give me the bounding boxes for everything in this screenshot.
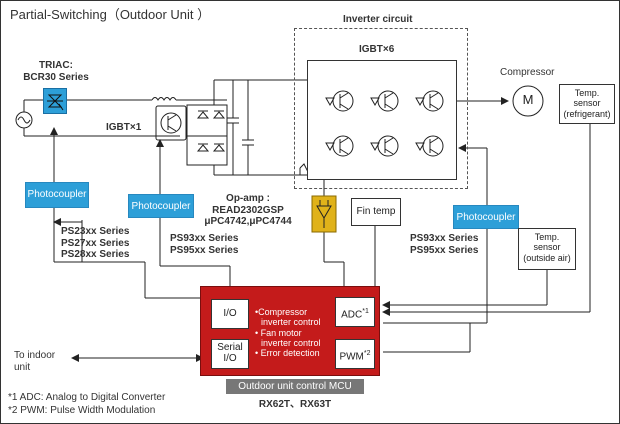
series-right-item: PS95xx Series — [410, 244, 479, 256]
mcu-func2-line2: inverter control — [261, 338, 321, 349]
series-left-item: PS23xx Series — [61, 226, 130, 237]
opamp-label-line1: Op-amp : — [226, 193, 270, 204]
series-middle-item: PS95xx Series — [170, 244, 239, 256]
temp-sensor-outside: Temp. sensor (outside air) — [518, 228, 576, 270]
series-middle-item: PS93xx Series — [170, 233, 239, 244]
mcu-func3: • Error detection — [255, 348, 320, 359]
opamp-label-line3: μPC4742,μPC4744 — [204, 216, 292, 227]
igbt-single-label: IGBT×1 — [106, 122, 142, 133]
temp-sensor-refrigerant: Temp. sensor (refrigerant) — [559, 84, 615, 124]
temp-sensor-outside-line3: (outside air) — [523, 252, 571, 263]
footnote-pwm: *2 PWM: Pulse Width Modulation — [8, 405, 156, 416]
mcu-func1-line2: inverter control — [261, 317, 321, 328]
igbt-cell-icon — [415, 90, 444, 112]
opamp-label-line2: READ2302GSP — [212, 204, 284, 216]
mcu-serial-io-box: Serial I/O — [211, 339, 249, 369]
compressor-motor-icon — [512, 85, 544, 117]
mcu-io-box: I/O — [211, 299, 249, 329]
temp-sensor-refrigerant-line1: Temp. — [574, 88, 600, 98]
photocoupler-right: Photocoupler — [453, 205, 519, 229]
to-indoor-line1: To indoor — [14, 350, 56, 361]
inverter-circuit-frame — [294, 28, 468, 189]
triac-icon — [43, 88, 67, 114]
igbt-cell-icon — [370, 135, 399, 157]
photocoupler-middle: Photocoupler — [128, 194, 194, 218]
mcu-adc-label: ADC — [341, 309, 363, 321]
mcu-func1-line1: •Compressor — [255, 307, 308, 317]
opamp-block — [311, 195, 337, 233]
mcu-pwm-label: PWM — [339, 351, 364, 363]
mcu-block: I/O Serial I/O ADC*1 PWM*2 •Compressor i… — [200, 286, 380, 376]
mcu-name-caption: Outdoor unit control MCU — [226, 379, 364, 394]
temp-sensor-refrigerant-line3: (refrigerant) — [563, 108, 611, 119]
footnote-adc: *1 ADC: Analog to Digital Converter — [8, 392, 166, 403]
mcu-func2-line1: • Fan motor — [255, 327, 302, 338]
to-indoor-line2: unit — [14, 361, 31, 373]
triac-label: TRIAC: BCR30 Series — [18, 60, 94, 83]
mcu-serial-line2: I/O — [223, 353, 237, 364]
igbt-six-label: IGBT×6 — [359, 44, 395, 55]
page-title: Partial-Switching（Outdoor Unit ） — [10, 7, 211, 22]
temp-sensor-refrigerant-line2: sensor — [573, 98, 601, 109]
igbt-cell-icon — [325, 135, 354, 157]
mcu-functions: •Compressor inverter control • Fan motor… — [255, 307, 321, 359]
series-left: PS23xx Series PS27xx Series PS28xx Serie… — [61, 226, 129, 261]
mcu-pwm-box: PWM*2 — [335, 339, 375, 369]
triac-label-line1: TRIAC: — [39, 60, 73, 71]
series-left-item: PS27xx Series — [61, 237, 130, 249]
mcu-serial-line1: Serial — [217, 342, 243, 353]
opamp-label: Op-amp : READ2302GSP μPC4742,μPC4744 — [192, 193, 304, 228]
series-middle: PS93xx Series PS95xx Series — [170, 233, 238, 256]
triac-label-line2: BCR30 Series — [23, 71, 89, 83]
compressor-label: Compressor — [500, 67, 555, 78]
inductor-icon — [151, 97, 177, 101]
temp-sensor-outside-line1: Temp. — [534, 232, 560, 242]
igbt-six-box — [307, 60, 457, 180]
igbt-cell-icon — [325, 90, 354, 112]
mcu-adc-box: ADC*1 — [335, 297, 375, 327]
igbt-single-icon — [155, 105, 187, 141]
igbt-cell-icon — [415, 135, 444, 157]
photocoupler-left: Photocoupler — [25, 182, 89, 208]
series-right-item: PS93xx Series — [410, 233, 479, 244]
mcu-pwm-note: *2 — [363, 350, 371, 357]
igbt-cell-icon — [370, 90, 399, 112]
compressor-symbol: M — [522, 92, 534, 107]
mcu-parts-label: RX62T、RX63T — [258, 399, 332, 410]
fin-temp-box: Fin temp — [351, 198, 401, 226]
inverter-circuit-label: Inverter circuit — [343, 14, 413, 25]
igbt-array-icon — [325, 90, 444, 157]
mcu-adc-note: *1 — [362, 308, 369, 315]
series-right: PS93xx Series PS95xx Series — [410, 233, 478, 256]
to-indoor-label: To indoor unit — [14, 350, 55, 373]
series-left-item: PS28xx Series — [61, 249, 130, 260]
temp-sensor-outside-line2: sensor — [533, 242, 561, 253]
